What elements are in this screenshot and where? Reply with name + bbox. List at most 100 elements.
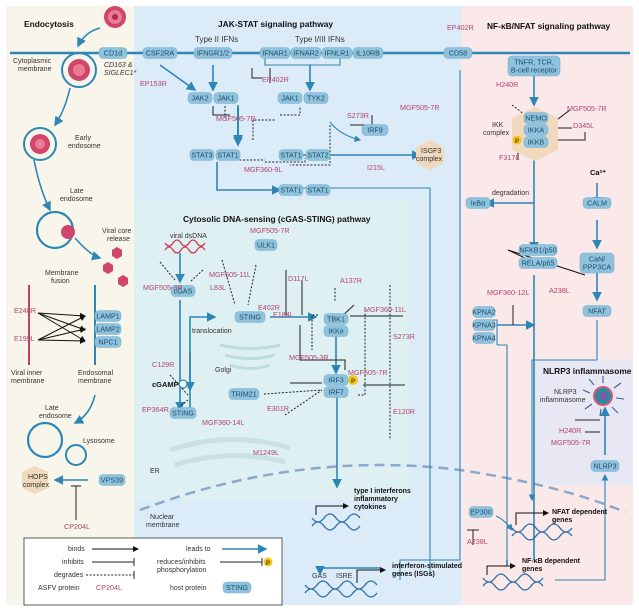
host-protein-ikke: IKKe	[323, 325, 349, 337]
asfv-protein-s273r-b: S273R	[393, 332, 415, 341]
svg-text:IKKB: IKKB	[528, 138, 545, 147]
legend: binds inhibits degrades ASFV protein CP2…	[23, 537, 283, 606]
svg-text:KPNA3: KPNA3	[472, 321, 496, 330]
host-protein-nfkb1: NFKB1/p50	[518, 244, 558, 256]
early-endosome-label-1: Early	[75, 135, 91, 142]
cyto-membrane-label-1: Cytoplasmic	[13, 58, 52, 65]
early-endosome-label-2: endosome	[68, 143, 101, 150]
asfv-protein-cp204l: CP204L	[64, 522, 90, 531]
svg-text:JAK1: JAK1	[217, 94, 234, 103]
host-protein-jak1a: JAK1	[213, 92, 239, 104]
cgas-sting-title: Cytosolic DNA-sensing (cGAS-STING) pathw…	[183, 214, 371, 224]
svg-text:STAT1: STAT1	[217, 151, 238, 160]
endosomal-membrane-label-2: membrane	[78, 378, 112, 385]
asfv-protein-mgf505-7r-e: MGF505-7R	[567, 104, 607, 113]
svg-text:IL10RB: IL10RB	[356, 49, 380, 58]
svg-text:STAT2: STAT2	[307, 151, 328, 160]
svg-text:NFAT: NFAT	[588, 307, 606, 316]
nfkb-nfat-title: NF-κB/NFAT signaling pathway	[487, 21, 611, 31]
host-protein-ifngr: IFNGR1/2	[193, 47, 233, 59]
svg-text:RELA/p65: RELA/p65	[522, 259, 555, 268]
svg-text:TBK1: TBK1	[327, 315, 345, 324]
lysosome-icon	[65, 444, 87, 466]
svg-text:EP300: EP300	[470, 508, 492, 517]
hops-label-2: complex	[23, 482, 50, 489]
nfat-dna-icon	[511, 523, 573, 541]
asfv-protein-m1249l: M1249L	[253, 448, 279, 457]
asfv-protein-ep402r-b: EP402R	[447, 23, 474, 32]
asfv-protein-mgf505-7r-d: MGF505-7R	[348, 368, 388, 377]
host-protein-cd58: CD58	[443, 47, 473, 59]
host-protein-ifnlr1: IFNLR1	[321, 47, 353, 59]
legend-inhibits-label: inhibits	[62, 559, 84, 566]
lysosome-label: Lysosome	[83, 438, 115, 445]
endocytic-vesicle-icon	[61, 52, 97, 88]
svg-text:KPNA4: KPNA4	[472, 334, 496, 343]
host-protein-stat2: STAT2	[305, 149, 331, 161]
nlrp3-title: NLRP3 inflammasome	[543, 366, 632, 376]
host-protein-sting2: STING	[169, 407, 197, 419]
asfv-protein-a137r: A137R	[340, 276, 362, 285]
phospho-p-label: P	[515, 139, 519, 145]
late-endosome-2-icon	[26, 421, 64, 459]
host-protein-nemo: NEMO	[523, 112, 549, 124]
svg-text:STING: STING	[172, 409, 194, 418]
host-protein-nlrp3: NLRP3	[590, 460, 620, 472]
asfv-protein-ep402r-a: EP402R	[262, 75, 289, 84]
host-protein-vps39: VPS39	[98, 474, 126, 486]
host-protein-lamp1: LAMP1	[94, 310, 122, 322]
legend-leads-to-label: leads to	[186, 546, 211, 553]
nfat-genes-label-1: NFAT dependent	[552, 509, 608, 516]
svg-text:IFNGR1/2: IFNGR1/2	[197, 49, 229, 58]
host-protein-stat3: STAT3	[189, 149, 215, 161]
svg-text:KPNA2: KPNA2	[472, 308, 496, 317]
host-protein-sting: STING	[234, 311, 266, 323]
svg-text:NFKB1/p50: NFKB1/p50	[519, 246, 556, 255]
svg-text:JAK2: JAK2	[191, 94, 208, 103]
host-protein-npc1: NPC1	[94, 336, 122, 348]
svg-text:NPC1: NPC1	[98, 338, 117, 347]
host-protein-cgas: cGAS	[170, 285, 196, 297]
asfv-protein-mgf505-7r-b: MGF505-7R	[400, 103, 440, 112]
asfv-protein-d345l: D345L	[573, 121, 594, 130]
asfv-protein-mgf505-7r-f: MGF505-7R	[551, 438, 591, 447]
viral-cores-icon	[103, 247, 128, 287]
isg-dna-icon	[304, 580, 378, 598]
asfv-protein-s273r-a: S273R	[347, 111, 369, 120]
asfv-protein-e184l: E184L	[273, 310, 294, 319]
host-protein-ifnar1: IFNAR1	[259, 47, 291, 59]
legend-host-protein-label: host protein	[170, 585, 207, 592]
legend-phospho-icon	[263, 557, 273, 567]
svg-text:IRF3: IRF3	[328, 376, 344, 385]
asfv-protein-mgf360-11l: MGF360-11L	[364, 305, 406, 314]
host-protein-ikka: IKKA	[523, 124, 549, 136]
asfv-protein-ep153r: EP153R	[140, 79, 167, 88]
phosphorylation-irf3-icon	[348, 375, 358, 385]
legend-phospho-p: P	[266, 561, 270, 567]
isgf3-complex-shape	[416, 140, 444, 170]
host-protein-irf3: IRF3	[323, 374, 349, 386]
asfv-protein-h240r-a: H240R	[496, 80, 518, 89]
legend-reduces-label-1: reduces/inhibits	[157, 559, 206, 566]
host-protein-tyk2: TYK2	[303, 92, 329, 104]
svg-text:TYK2: TYK2	[307, 94, 325, 103]
nuclear-membrane-label-2: membrane	[146, 522, 180, 529]
asfv-protein-mgf360-14l: MGF360-14L	[202, 418, 244, 427]
viral-dsdna-icon	[164, 239, 206, 254]
isgf3-label-2: complex	[416, 156, 443, 163]
asfv-protein-mgf360-12l: MGF360-12L	[487, 288, 529, 297]
viral-inner-label-1: Viral inner	[11, 370, 43, 377]
svg-text:ULK1: ULK1	[257, 241, 275, 250]
svg-text:IRF9: IRF9	[367, 126, 383, 135]
isg-label-2: genes (ISGs)	[392, 571, 435, 578]
legend-asfv-protein-label: ASFV protein	[38, 585, 80, 592]
nuclear-membrane-label-1: Nuclear	[150, 514, 175, 521]
asfv-protein-ep364r: EP364R	[142, 405, 169, 414]
gas-label: GAS	[312, 573, 327, 580]
nlrp3-inflammasome-label-2: inflammasome	[540, 397, 586, 404]
late-endosome-2-label-2: endosome	[39, 413, 72, 420]
svg-text:TRIM21: TRIM21	[231, 390, 257, 399]
svg-text:TNFR, TCR,: TNFR, TCR,	[514, 58, 554, 67]
hops-label-1: HOPS	[28, 474, 48, 481]
viral-core-label-2: release	[107, 236, 130, 243]
